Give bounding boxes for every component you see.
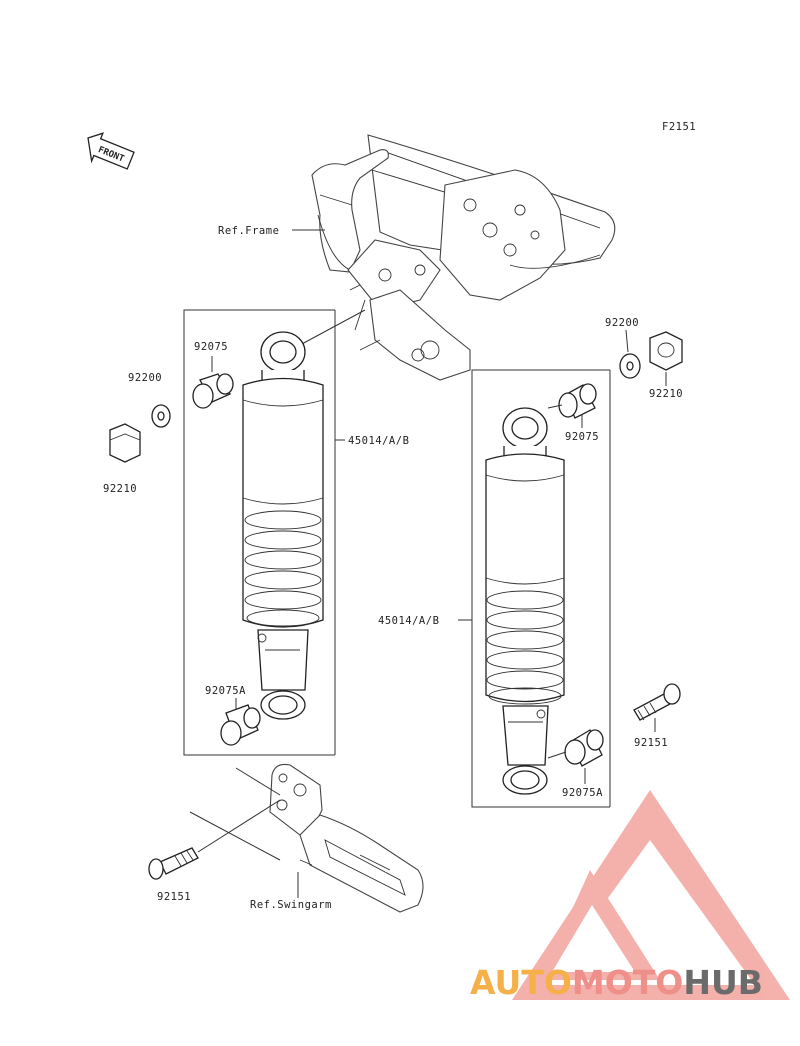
right-bolt-92151 [633, 683, 681, 721]
watermark-moto: MOTO [572, 963, 683, 1002]
left-92151-label: 92151 [157, 891, 191, 903]
left-bush-92075 [192, 373, 234, 409]
right-bush-92075A [564, 729, 604, 767]
watermark-auto: AUTO [470, 963, 572, 1002]
figure-id: F2151 [662, 121, 696, 133]
watermark-triangle-icon [512, 790, 790, 1000]
right-shock-absorber [485, 407, 565, 795]
left-nut-92210 [109, 423, 141, 463]
left-shock-absorber [242, 331, 324, 720]
frame-drawing [311, 134, 616, 381]
right-92075A-label: 92075A [562, 787, 603, 799]
ref-swingarm-label: Ref.Swingarm [250, 899, 332, 911]
right-92075-label: 92075 [565, 431, 599, 443]
right-washer-92200 [619, 353, 641, 379]
left-92075A-label: 92075A [205, 685, 246, 697]
right-nut-92210 [649, 331, 683, 371]
right-92200-label: 92200 [605, 317, 639, 329]
right-shock-label: 45014/A/B [378, 615, 439, 627]
left-92075-label: 92075 [194, 341, 228, 353]
front-arrow-icon: FRONT [87, 132, 135, 170]
left-shock-label: 45014/A/B [348, 435, 409, 447]
left-bolt-92151 [148, 847, 199, 880]
watermark-hub: HUB [683, 963, 763, 1002]
svg-text:AUTOMOTOHUB: AUTOMOTOHUB [470, 963, 763, 1002]
right-bush-92075 [558, 383, 597, 419]
right-92210-label: 92210 [649, 388, 683, 400]
swingarm-drawing [269, 763, 424, 913]
left-92200-label: 92200 [128, 372, 162, 384]
left-bush-92075A [220, 704, 261, 746]
watermark-logo: AUTOMOTOHUB [470, 963, 763, 1002]
right-92151-label: 92151 [634, 737, 668, 749]
left-washer-92200 [151, 404, 171, 428]
left-92210-label: 92210 [103, 483, 137, 495]
ref-frame-label: Ref.Frame [218, 225, 279, 237]
